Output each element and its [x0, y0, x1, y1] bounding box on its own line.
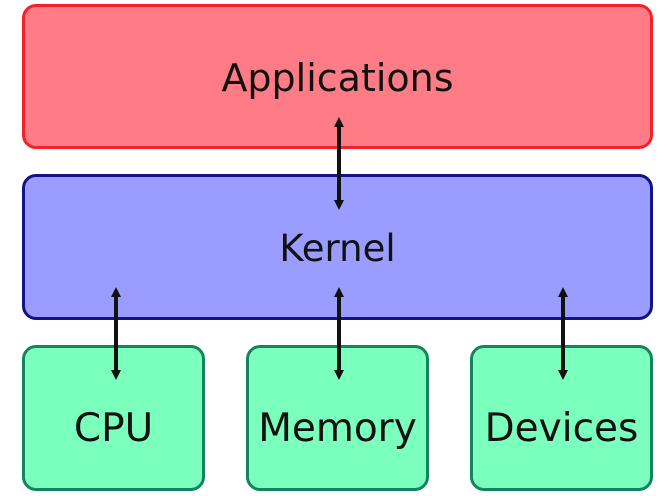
- cpu-label: CPU: [73, 405, 154, 451]
- applications-label: Applications: [221, 55, 454, 100]
- cpu-box: CPU: [22, 345, 205, 491]
- kernel-label: Kernel: [279, 226, 396, 270]
- devices-label: Devices: [484, 405, 639, 451]
- devices-box: Devices: [470, 345, 653, 491]
- memory-box: Memory: [246, 345, 429, 491]
- applications-box: Applications: [22, 4, 653, 149]
- memory-label: Memory: [258, 405, 417, 451]
- kernel-box: Kernel: [22, 174, 653, 320]
